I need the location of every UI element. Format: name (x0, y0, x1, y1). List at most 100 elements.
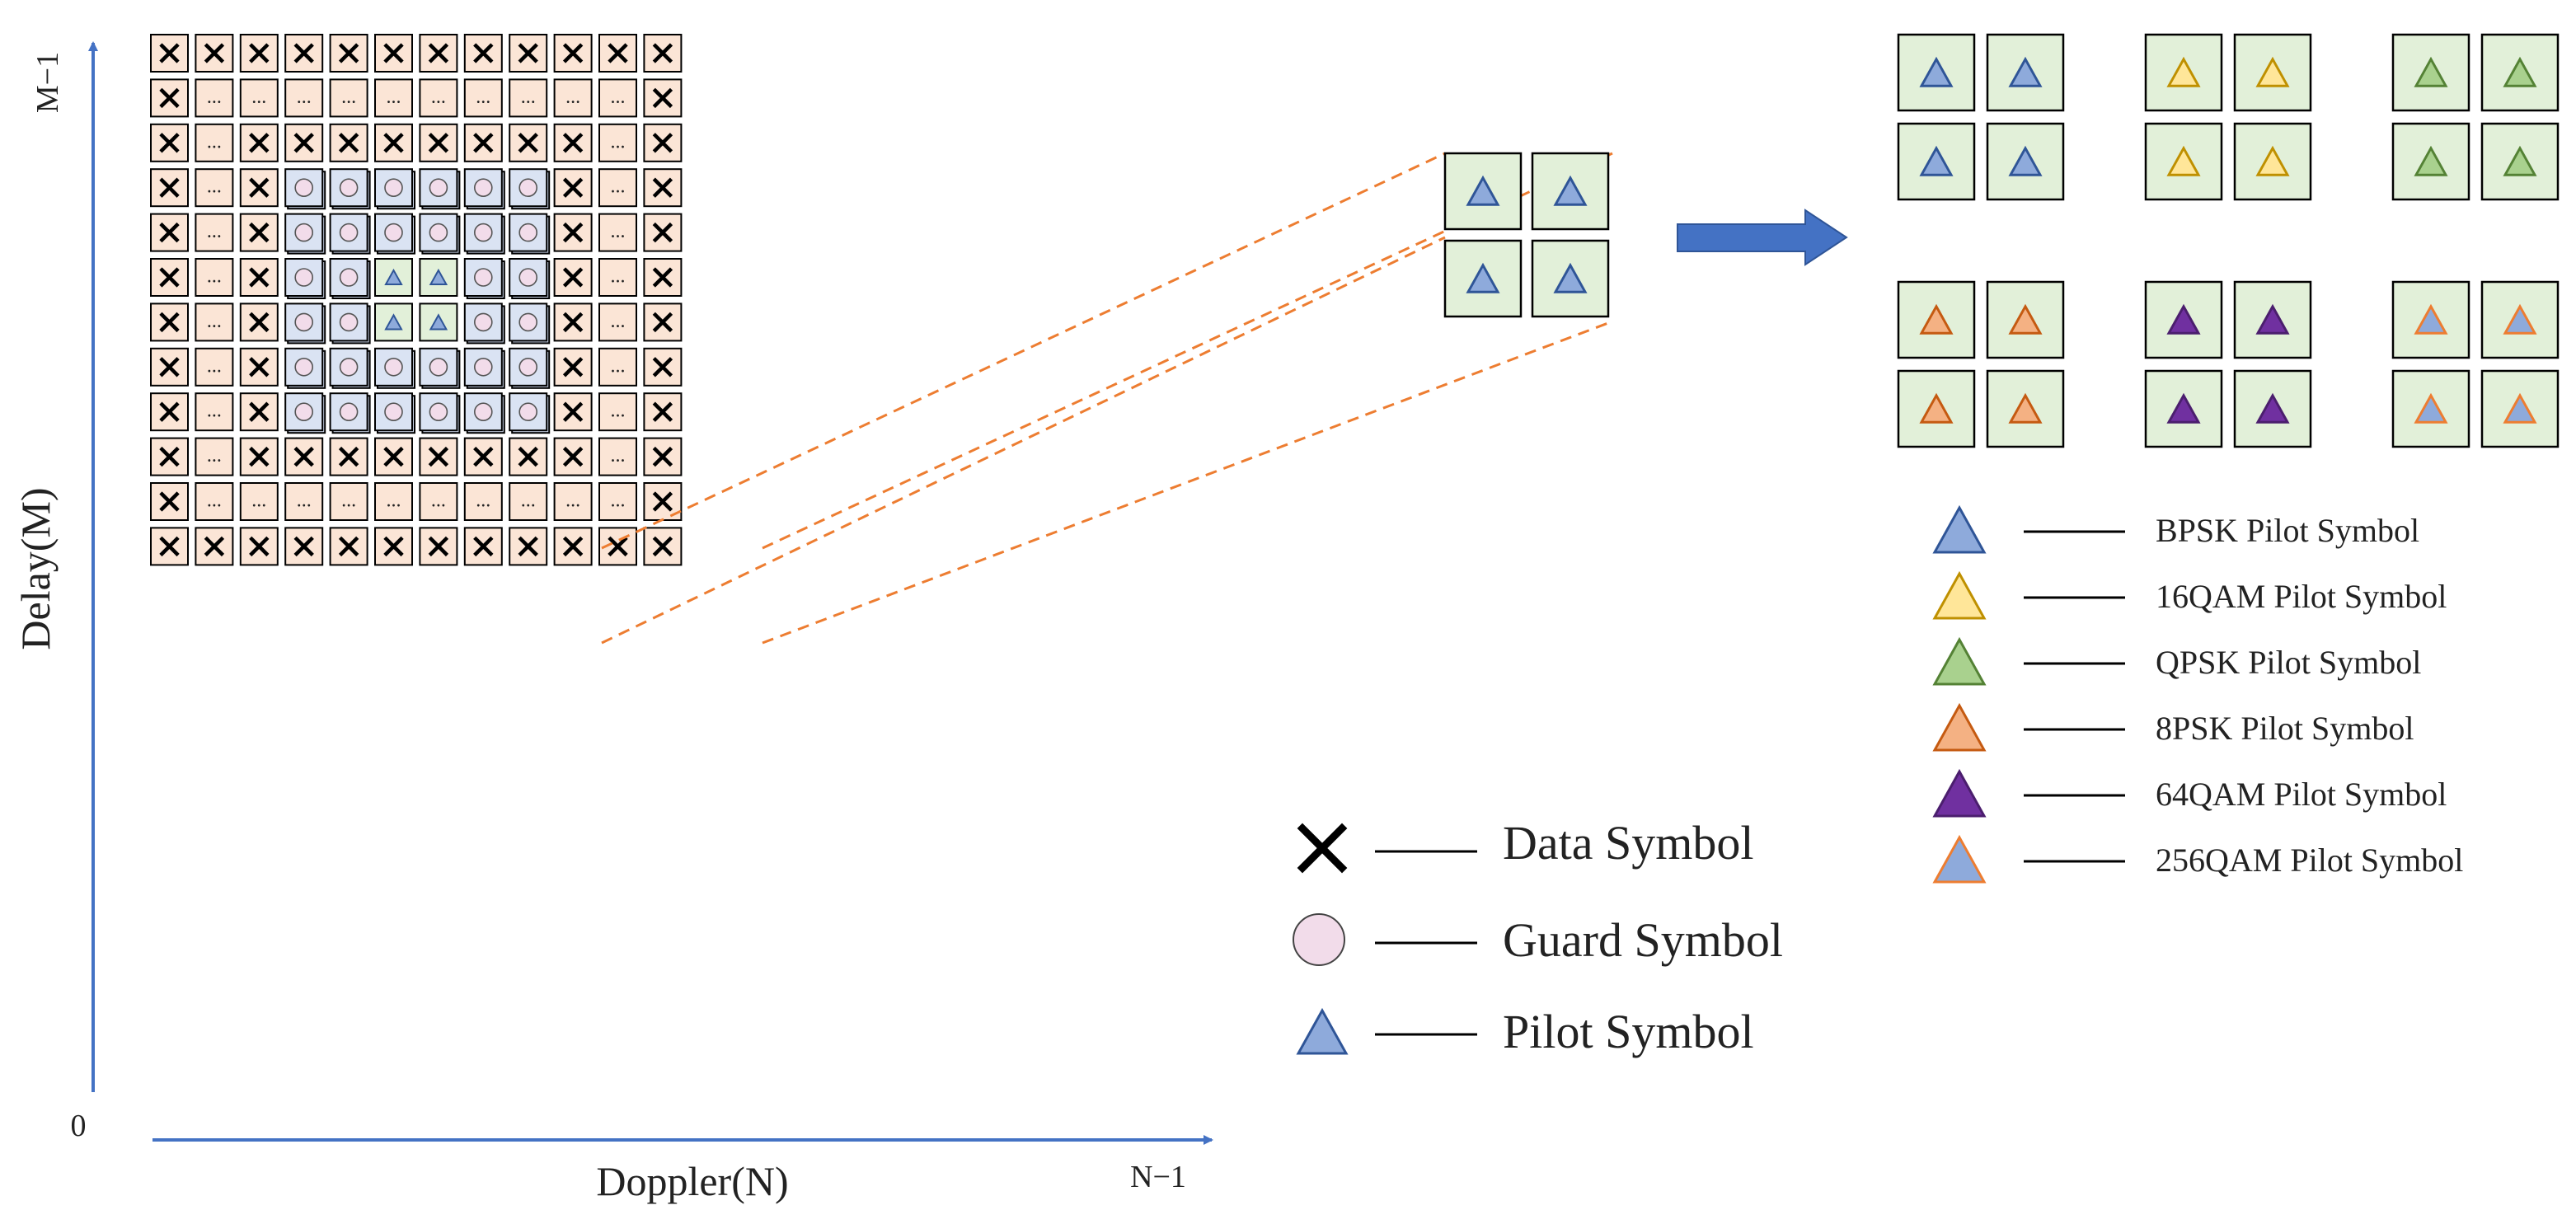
variant-pilot-symbol (2255, 145, 2290, 176)
data-symbol (428, 43, 449, 63)
cell-box (553, 482, 593, 521)
ellipsis-text: ... (251, 490, 266, 512)
data-symbol (562, 446, 584, 467)
data-symbol (652, 401, 673, 422)
dashed-link (601, 152, 1446, 550)
guard-symbol (429, 357, 448, 377)
grid-cell (284, 34, 324, 73)
variant-pilot-symbol (1919, 392, 1954, 424)
guard-symbol (473, 357, 493, 377)
grid-cell (374, 213, 415, 255)
grid-cell: ... (329, 78, 368, 118)
data-symbol (428, 536, 449, 557)
cell-box (598, 78, 637, 118)
legend-item-data: Data Symbol (1297, 816, 1753, 874)
data-symbol (293, 536, 314, 557)
pilot-legend-item: BPSK Pilot Symbol (1932, 504, 2419, 554)
pilot-type-icon (1932, 504, 1987, 554)
data-symbol (249, 446, 270, 467)
pilot-type-label: 8PSK Pilot Symbol (2156, 710, 2414, 747)
grid-cell: ... (598, 78, 637, 118)
grid-cell (374, 168, 415, 210)
variant-pilot-symbol (2166, 56, 2201, 87)
zoom-pilot-symbol (1466, 262, 1500, 293)
cell-box (284, 482, 324, 521)
pilot-type-label: BPSK Pilot Symbol (2156, 512, 2419, 549)
grid-cell: ... (195, 213, 234, 252)
ellipsis-text: ... (207, 311, 222, 332)
data-symbol (249, 357, 270, 378)
cell-box (284, 168, 324, 208)
data-symbol (562, 222, 584, 243)
guard-symbol (339, 357, 359, 377)
cell-box (239, 482, 279, 521)
grid-cell (553, 213, 593, 252)
ellipsis-text: ... (611, 131, 626, 152)
zoom-pilot-symbol (1553, 175, 1588, 206)
guard-symbol (429, 178, 448, 197)
data-symbol (338, 536, 359, 557)
ellipsis-text: ... (207, 445, 222, 467)
x-axis-label: Doppler(N) (596, 1158, 788, 1204)
grid-cell (509, 437, 548, 476)
pilot-legend-item: 256QAM Pilot Symbol (1932, 834, 2463, 884)
grid-cell (150, 392, 189, 432)
cell-box (553, 123, 593, 162)
grid-cell: ... (463, 482, 503, 521)
cell-box (195, 482, 234, 521)
right-arrow-icon (1677, 209, 1848, 266)
data-symbol (338, 133, 359, 153)
cell-box (374, 78, 413, 118)
cell-box (239, 78, 279, 118)
grid-cell (419, 302, 458, 342)
y-max-label: M−1 (30, 52, 65, 113)
grid-cell (284, 392, 326, 434)
grid-cell (509, 258, 551, 299)
cell-box (553, 34, 593, 73)
grid-cell (329, 437, 368, 476)
grid-cell (419, 258, 458, 297)
data-symbol (562, 267, 584, 288)
variant-block (2391, 280, 2560, 448)
grid-cell (150, 34, 189, 73)
data-symbol (159, 536, 180, 557)
ellipsis-text: ... (611, 176, 626, 198)
grid-cell (150, 213, 189, 252)
guard-symbol (473, 223, 493, 242)
data-symbol (652, 491, 673, 512)
grid-cell: ... (195, 78, 234, 118)
grid-cell: ... (374, 482, 413, 521)
pilot-type-label: QPSK Pilot Symbol (2156, 644, 2421, 681)
grid-cell: ... (284, 78, 324, 118)
grid-cell (643, 168, 683, 208)
variant-pilot-symbol (2166, 392, 2201, 424)
ellipsis-text: ... (207, 355, 222, 377)
grid-cell (419, 347, 461, 389)
x-max-label: N−1 (1130, 1160, 1186, 1194)
grid-cell (150, 168, 189, 208)
grid-cell (329, 302, 371, 345)
grid-cell (463, 392, 505, 434)
grid-cell (150, 437, 189, 476)
grid-cell (239, 34, 279, 73)
cell-box (150, 34, 189, 73)
grid-cell: ... (553, 482, 593, 521)
grid-cell (419, 527, 458, 566)
ellipsis-text: ... (611, 490, 626, 512)
ellipsis-text: ... (476, 490, 490, 512)
data-symbol (428, 446, 449, 467)
grid-cell (463, 527, 503, 566)
grid-cell: ... (329, 482, 368, 521)
cell-box (419, 482, 458, 521)
cell-box (598, 392, 637, 432)
variant-block (1897, 280, 2065, 448)
zoomed-pilot-block (1443, 152, 1610, 318)
grid-cell (195, 34, 234, 73)
grid-cell (284, 168, 326, 210)
cell-box (195, 347, 234, 387)
guard-symbol (339, 223, 359, 242)
data-symbol (249, 312, 270, 333)
grid-cell (329, 392, 371, 434)
cell-box (509, 347, 548, 387)
ellipsis-text: ... (207, 490, 222, 512)
